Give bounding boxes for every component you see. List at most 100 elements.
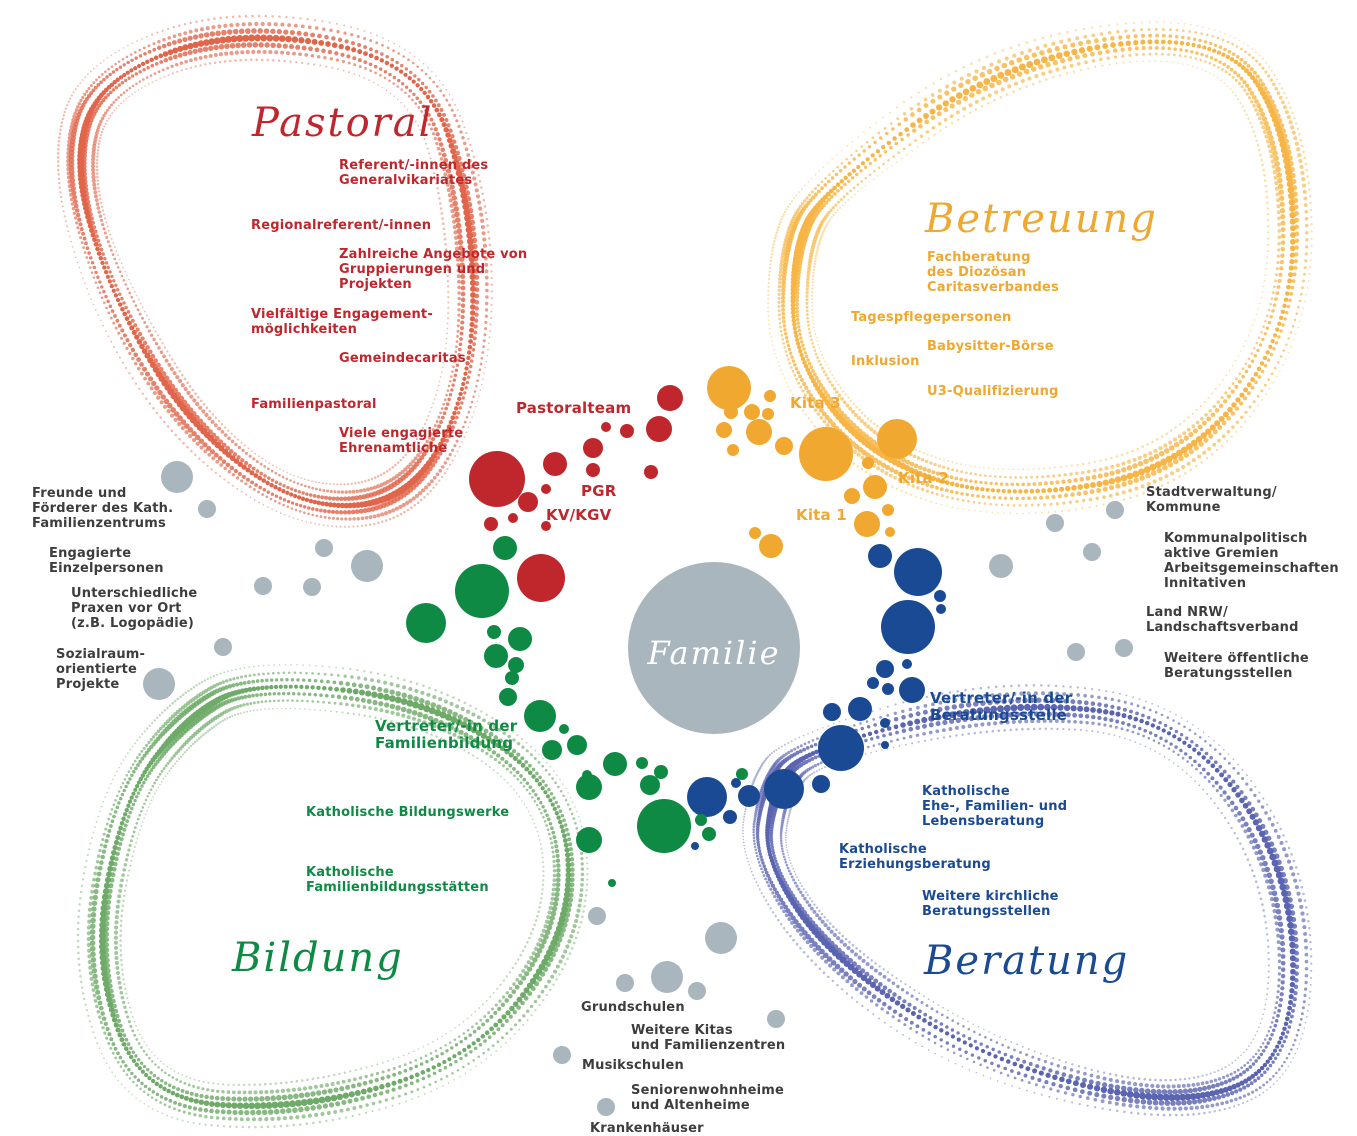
betreuung-wing-dot — [790, 306, 796, 312]
betreuung-wing-dot — [1143, 466, 1151, 474]
pastoral-wing-dot — [457, 124, 461, 129]
betreuung-wing-dot — [1158, 476, 1163, 481]
pastoral-wing-dot — [72, 211, 77, 215]
betreuung-wing-dot — [786, 343, 791, 348]
pastoral-wing-dot — [138, 312, 142, 316]
pastoral-wing-dot — [57, 148, 60, 151]
betreuung-wing-dot — [825, 393, 831, 399]
pastoral-wing-dot — [66, 225, 68, 228]
pastoral-wing-dot — [397, 78, 401, 83]
bildung-wing-dot — [511, 730, 514, 733]
pastoral-wing-dot — [219, 475, 222, 478]
bildung-wing-dot — [552, 859, 556, 864]
betreuung-wing-dot — [821, 232, 824, 236]
pastoral-wing-dot — [90, 260, 95, 265]
pastoral-wing-dot — [271, 15, 274, 18]
betreuung-wing-dot — [1267, 144, 1272, 149]
pastoral-wing-dot — [223, 60, 227, 63]
betreuung-wing-dot — [1218, 60, 1222, 64]
betreuung-wing-dot — [856, 164, 861, 170]
pastoral-wing-dot — [323, 55, 327, 60]
betreuung-wing-dot — [960, 463, 963, 466]
bildung-wing-dot — [362, 1081, 368, 1086]
bildung-wing-dot — [516, 759, 522, 765]
pastoral-wing-dot — [170, 64, 174, 68]
betreuung-wing-dot — [781, 311, 786, 316]
pastoral-wing-dot — [453, 355, 457, 359]
bildung-wing-dot — [472, 754, 475, 757]
pastoral-wing-dot — [120, 296, 124, 301]
bildung-wing-dot — [270, 1095, 276, 1101]
pastoral-wing-dot — [93, 137, 98, 142]
pastoral-wing-dot — [288, 44, 295, 50]
bildung-wing-dot — [500, 1036, 504, 1040]
betreuung-wing-dot — [1247, 45, 1249, 47]
betreuung-wing-dot — [901, 457, 907, 463]
pastoral-wing-dot — [487, 237, 491, 240]
pastoral-wing-dot — [372, 485, 377, 490]
betreuung-wing-dot — [767, 285, 770, 288]
bildung-wing-dot — [533, 822, 536, 825]
pastoral-wing-dot — [95, 202, 100, 206]
pastoral-wing-dot — [440, 437, 446, 443]
betreuung-wing-dot — [1304, 300, 1306, 303]
pastoral-wing-dot — [175, 375, 180, 380]
betreuung-wing-dot — [1191, 424, 1196, 429]
pastoral-wing-dot — [453, 144, 459, 150]
betreuung-wing-dot — [985, 487, 990, 492]
betreuung-wing-dot — [1298, 158, 1303, 164]
bildung-wing-dot — [454, 1059, 458, 1064]
bildung-wing-dot — [452, 1054, 457, 1059]
pastoral-wing-dot — [339, 525, 342, 528]
bildung-wing-dot — [253, 1083, 256, 1086]
bildung-wing-dot — [458, 1023, 461, 1026]
pastoral-wing-dot — [172, 34, 177, 39]
betreuung-wing-dot — [949, 96, 956, 103]
bildung-wing-dot — [542, 998, 545, 1002]
bildung-wing-dot — [536, 914, 539, 918]
betreuung-wing-dot — [1234, 384, 1239, 389]
bildung-wing-dot — [299, 1123, 302, 1126]
pastoral-wing-dot — [98, 122, 102, 127]
betreuung-wing-dot — [1279, 266, 1284, 271]
pastoral-wing-dot — [447, 397, 451, 402]
bildung-wing-dot — [502, 741, 508, 747]
betreuung-wing-dot — [816, 340, 819, 342]
betreuung-wing-dot — [790, 355, 794, 359]
pastoral-wing-dot — [343, 24, 346, 27]
betreuung-wing-dot — [1278, 315, 1284, 320]
betreuung-wing-dot — [777, 288, 781, 293]
betreuung-wing-dot — [809, 335, 812, 338]
betreuung-wing-dot — [930, 491, 934, 495]
betreuung-wing-dot — [1052, 474, 1056, 478]
pastoral-wing-dot — [227, 469, 232, 474]
pastoral-wing-dot — [342, 69, 345, 72]
pastoral-wing-dot — [448, 142, 455, 149]
bildung-wing-dot — [285, 1081, 288, 1084]
pastoral-wing-dot — [446, 327, 449, 330]
betreuung-wing-dot — [821, 353, 823, 356]
pastoral-wing-dot — [150, 353, 156, 359]
betreuung-wing-dot — [1188, 448, 1194, 455]
pastoral-wing-dot — [408, 462, 413, 467]
pastoral-wing-dot — [199, 445, 204, 450]
betreuung-wing-dot — [1178, 475, 1181, 478]
betreuung-wing-dot — [1226, 65, 1230, 69]
pastoral-wing-dot — [130, 58, 134, 62]
bildung-wing-dot — [518, 795, 521, 798]
pastoral-wing-dot — [346, 54, 351, 59]
bildung-wing-dot — [363, 670, 366, 673]
betreuung-wing-dot — [856, 415, 861, 421]
betreuung-wing-dot — [1267, 308, 1271, 312]
bildung-wing-dot — [441, 1084, 444, 1087]
bildung-wing-dot — [453, 1038, 457, 1041]
pastoral-wing-dot — [395, 60, 399, 65]
bildung-wing-dot — [459, 1039, 463, 1044]
pastoral-wing-dot — [286, 471, 288, 474]
betreuung-wing-dot — [818, 241, 821, 245]
betreuung-wing-dot — [987, 101, 990, 105]
betreuung-wing-dot — [1292, 272, 1297, 277]
bildung-wing-dot — [417, 1095, 420, 1098]
betreuung-wing-dot — [785, 381, 788, 384]
pastoral-wing-dot — [177, 379, 183, 384]
